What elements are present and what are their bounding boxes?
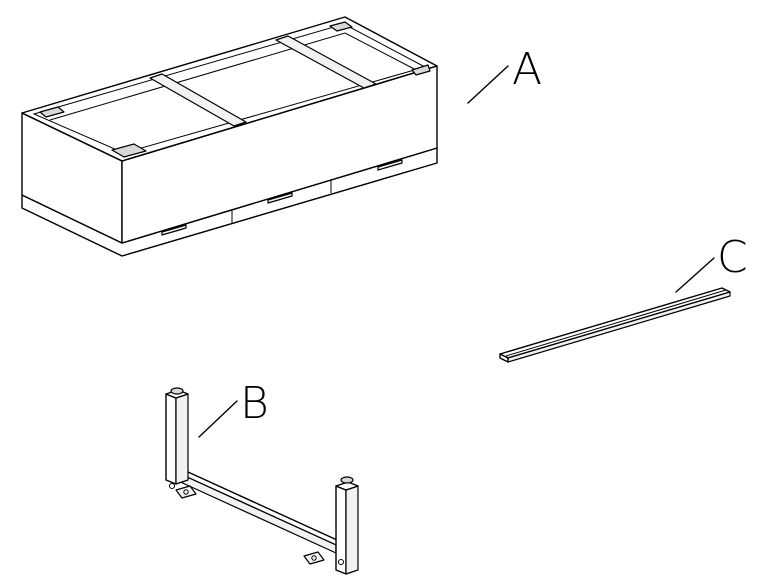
crate-skid-2	[267, 192, 293, 204]
label-a: A	[512, 44, 542, 95]
part-c-rail	[499, 257, 731, 363]
leader-line-c	[675, 257, 715, 293]
label-b: B	[240, 378, 269, 429]
part-a-crate	[21, 16, 509, 257]
crate-corner-block-4	[411, 64, 431, 76]
crate-corner-block-3	[329, 21, 353, 32]
crate-inner-back-wall	[49, 32, 421, 121]
frame-right-leg-side	[345, 485, 359, 575]
frame-foot-mid	[303, 551, 325, 565]
rail-front-face	[507, 291, 731, 363]
leader-line-b	[198, 400, 238, 438]
frame-left-leg-front	[165, 393, 177, 485]
crate-skid-3	[377, 159, 403, 171]
frame-right-leg-top	[335, 481, 359, 491]
frame-bottom-bar-top	[175, 471, 349, 546]
crate-brace-1	[149, 73, 247, 127]
rail-end-cap	[499, 353, 509, 363]
frame-bolt-left	[169, 483, 175, 489]
crate-side-face	[121, 65, 438, 244]
part-b-frame	[165, 387, 359, 575]
frame-right-leg-front	[335, 485, 347, 575]
crate-brace-2	[275, 35, 377, 89]
frame-bottom-bar-face	[175, 471, 337, 554]
label-c: C	[717, 232, 748, 283]
frame-left-cap	[170, 387, 184, 395]
rail-groove	[505, 289, 727, 357]
crate-skid-1	[161, 224, 187, 236]
frame-left-leg-side	[175, 393, 189, 485]
frame-bolt-right	[338, 559, 344, 565]
frame-right-cap	[340, 476, 354, 484]
crate-corner-block-2	[39, 106, 65, 118]
leader-line-a	[467, 65, 509, 104]
crate-top-rim	[21, 16, 438, 162]
frame-foot-left	[175, 485, 197, 499]
frame-foot-left-hole	[183, 489, 189, 495]
crate-corner-block-1	[111, 143, 147, 158]
frame-foot-mid-hole	[311, 555, 317, 561]
